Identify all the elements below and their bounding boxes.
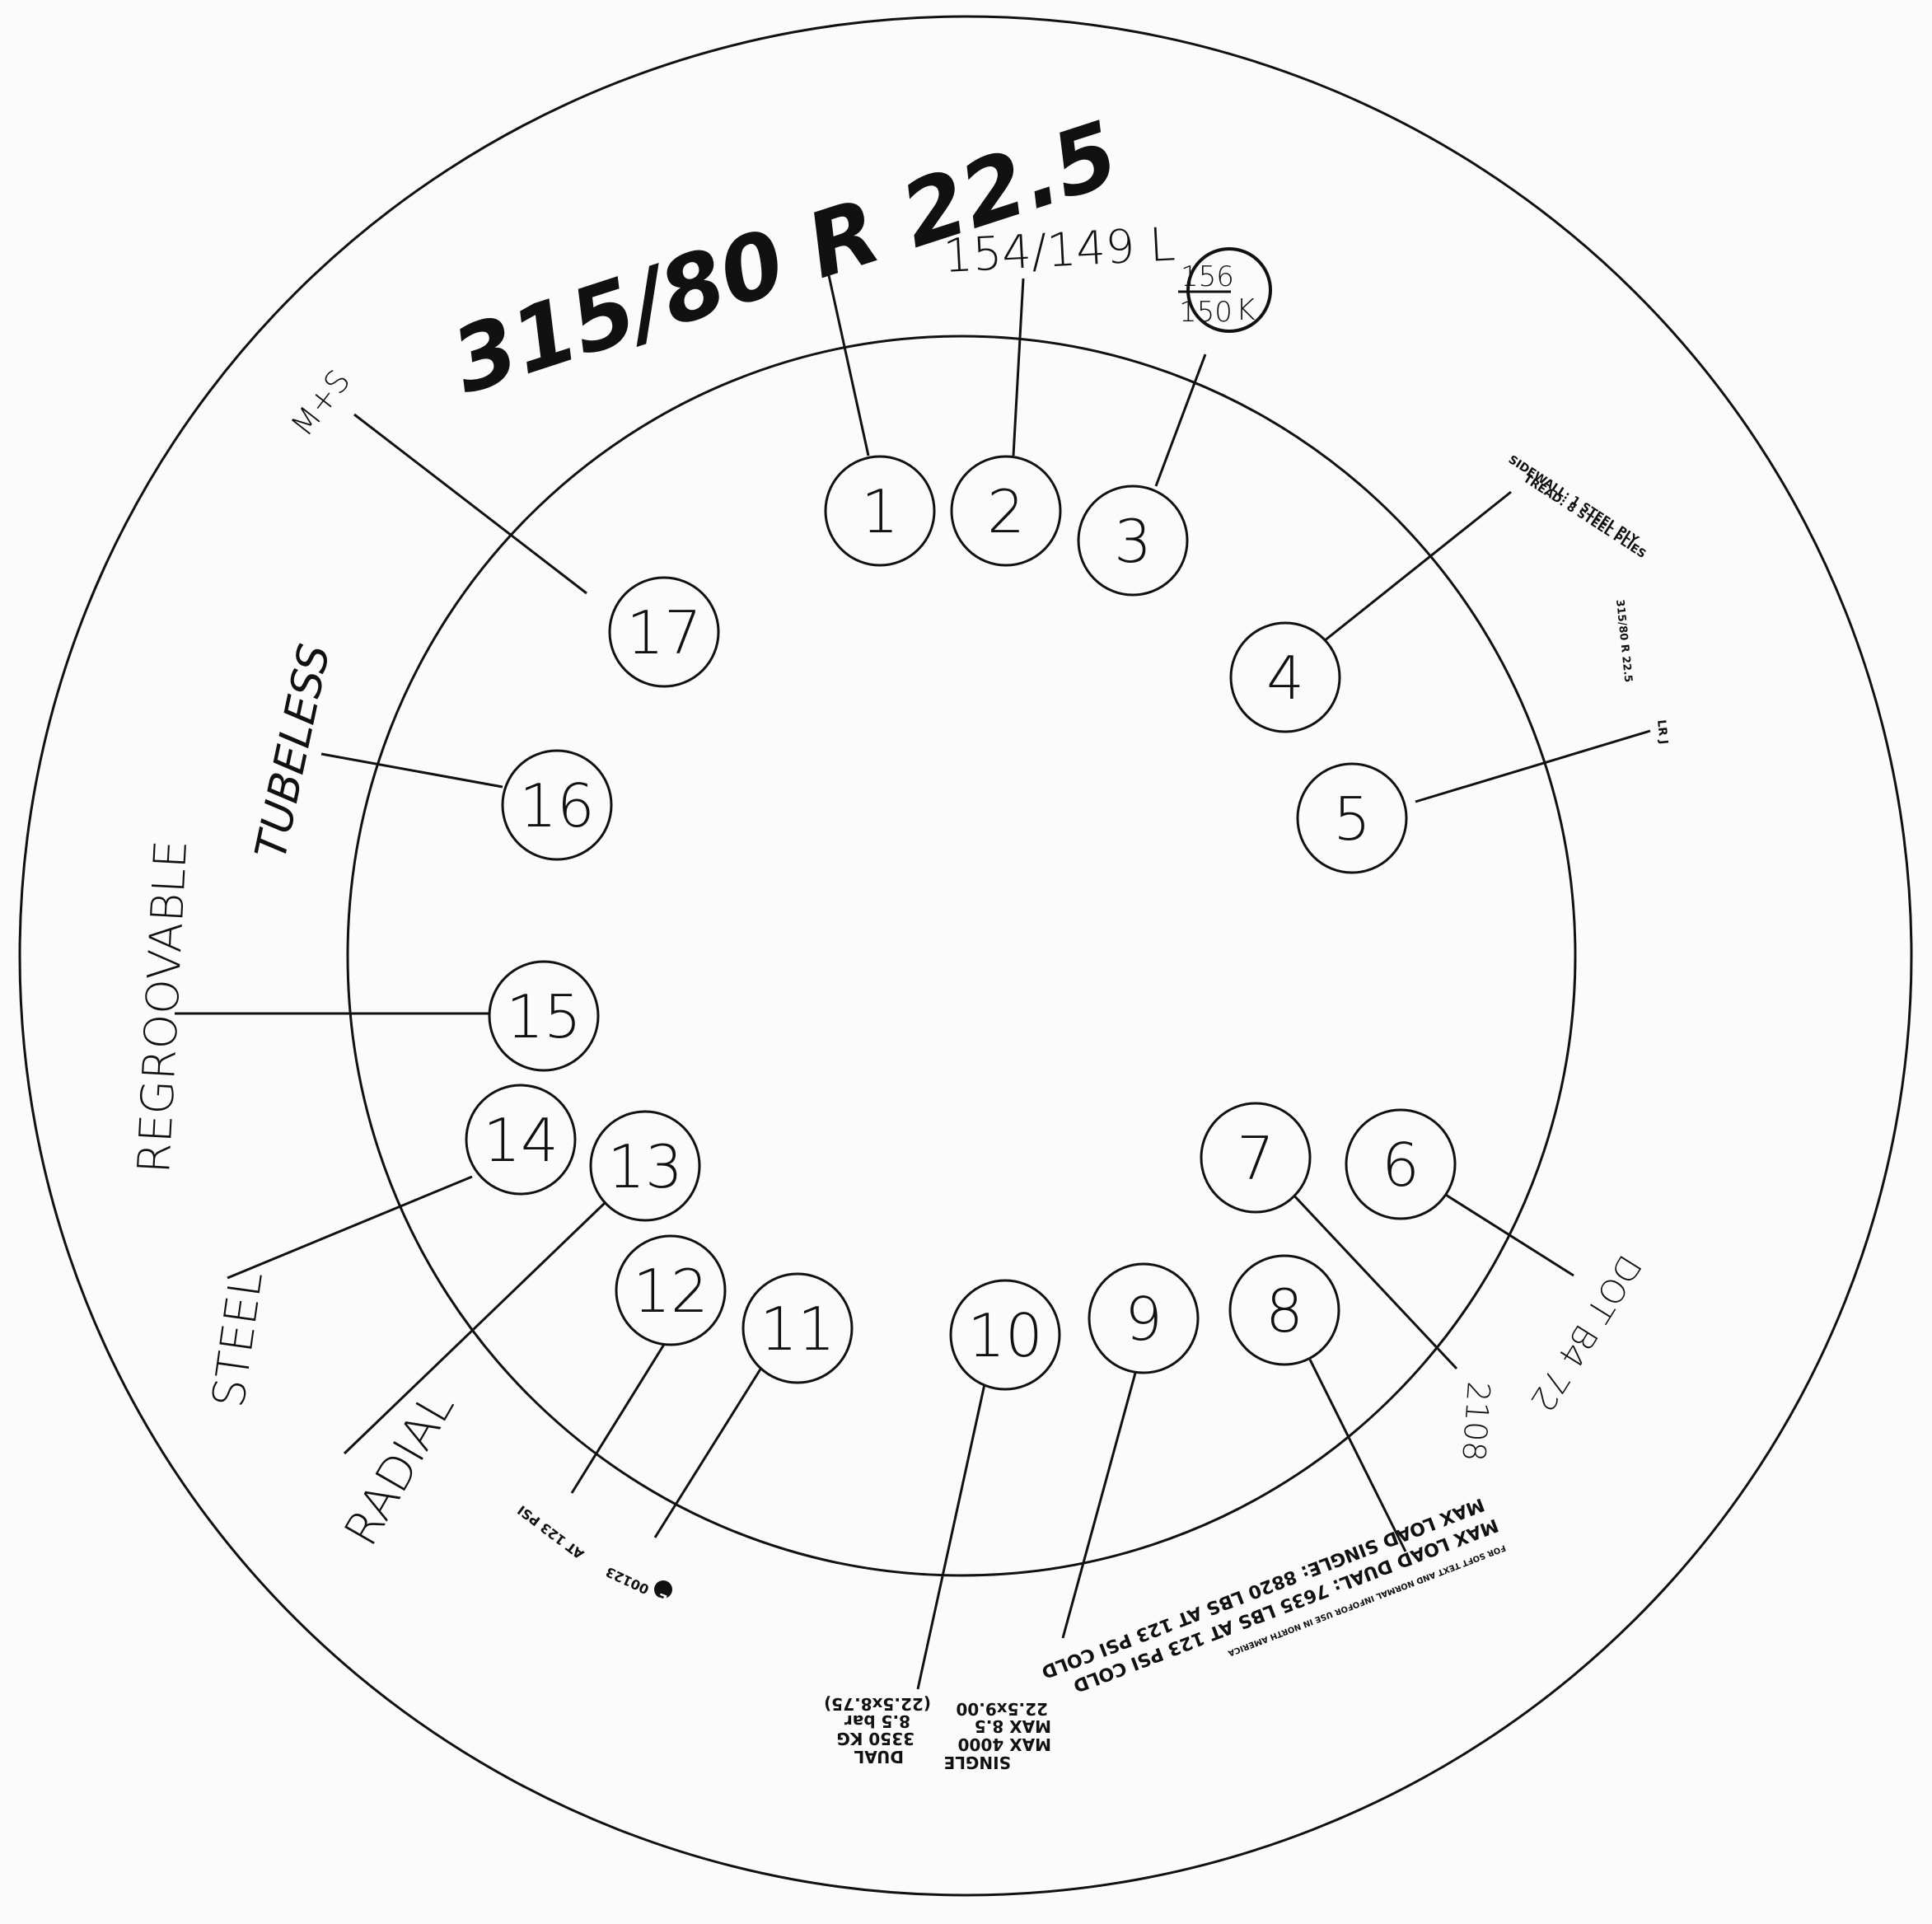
tyre-outer-circle bbox=[18, 15, 1913, 1897]
leader-line-13 bbox=[343, 1201, 606, 1455]
callout-circle-3 bbox=[1077, 485, 1189, 597]
psi-text: AT 123 PSI bbox=[514, 1502, 587, 1562]
callout-number-11: 11 bbox=[760, 1294, 835, 1364]
leader-line-7 bbox=[1289, 1191, 1458, 1370]
leader-line-2 bbox=[1012, 278, 1025, 456]
callout-number-6: 6 bbox=[1382, 1131, 1420, 1200]
date-code-text: 2108 bbox=[1455, 1380, 1497, 1463]
callout-number-8: 8 bbox=[1265, 1276, 1303, 1346]
callout-circle-11 bbox=[741, 1272, 854, 1384]
callout-number-16: 16 bbox=[519, 771, 595, 840]
tiny-note-text: FOR SOFT TEXT AND NORMAL INFOFOR USE IN … bbox=[1227, 1542, 1507, 1657]
single-max-row: MAX 4000 bbox=[958, 1734, 1051, 1754]
alt-load-top: 156 bbox=[1181, 260, 1234, 293]
callout-number-10: 10 bbox=[967, 1301, 1043, 1370]
leader-line-17 bbox=[353, 413, 587, 595]
callout-number-7: 7 bbox=[1237, 1124, 1275, 1193]
callout-circle-4 bbox=[1229, 621, 1341, 733]
size-small-text: 315/80 R 22.5 bbox=[1613, 599, 1634, 683]
callout-circle-5 bbox=[1296, 762, 1408, 874]
callout-circle-1 bbox=[824, 455, 936, 567]
approval-number-text: 00123 bbox=[603, 1564, 651, 1598]
leader-line-4 bbox=[1323, 490, 1512, 643]
callout-circle-16 bbox=[501, 749, 613, 861]
callout-number-1: 1 bbox=[861, 477, 899, 546]
radial-text: RADIAL bbox=[334, 1383, 465, 1555]
leader-line-1 bbox=[824, 260, 870, 456]
tyre-inner-circle bbox=[346, 335, 1577, 1577]
dual-label-text: DUAL bbox=[854, 1747, 904, 1767]
leader-line-10 bbox=[916, 1383, 986, 1690]
callout-circle-9 bbox=[1088, 1262, 1200, 1374]
dual-rim-text: (22.5x8.75) bbox=[824, 1694, 931, 1714]
alt-load-circle bbox=[1186, 247, 1272, 333]
callout-number-4: 4 bbox=[1266, 644, 1304, 713]
leader-line-3 bbox=[1154, 353, 1207, 487]
callout-number-15: 15 bbox=[506, 982, 582, 1051]
callout-circle-10 bbox=[949, 1279, 1061, 1391]
callout-number-12: 12 bbox=[633, 1257, 709, 1326]
dot-text: DOT B4 72 bbox=[1523, 1248, 1649, 1418]
callout-number-9: 9 bbox=[1125, 1285, 1162, 1354]
leader-line-9 bbox=[1061, 1366, 1139, 1639]
leader-line-11 bbox=[653, 1367, 763, 1538]
leader-lines bbox=[175, 260, 1651, 1690]
code-small-text: LR J bbox=[1654, 719, 1670, 745]
dual-kg-row: 3350 KG bbox=[836, 1729, 915, 1748]
callout-circle-7 bbox=[1200, 1102, 1312, 1214]
max-load-single-text: MAX LOAD SINGLE: 8820 LBS AT 123 PSI COL… bbox=[1038, 1493, 1486, 1682]
callout-circle-12 bbox=[615, 1234, 727, 1346]
callout-number-2: 2 bbox=[987, 477, 1025, 546]
callout-number-13: 13 bbox=[607, 1132, 683, 1201]
callout-circle-8 bbox=[1228, 1254, 1340, 1366]
single-rim-text: 22.5x9.00 bbox=[956, 1699, 1048, 1719]
single-label-text: SINGLE bbox=[944, 1753, 1011, 1772]
callout-circle-17 bbox=[608, 576, 720, 688]
dual-bar-row: 8.5 bar bbox=[844, 1711, 910, 1731]
callout-number-17: 17 bbox=[626, 598, 702, 667]
callout-circle-15 bbox=[488, 960, 600, 1072]
ms-text: M+S bbox=[283, 363, 357, 443]
alt-load-bottom: 150 bbox=[1179, 296, 1233, 329]
leader-line-14 bbox=[227, 1175, 473, 1280]
leader-line-6 bbox=[1441, 1191, 1574, 1277]
callout-number-5: 5 bbox=[1333, 784, 1371, 854]
load-index-text: 154/149 L bbox=[942, 218, 1177, 283]
leader-line-12 bbox=[570, 1342, 667, 1494]
regroovable-text: REGROOVABLE bbox=[128, 839, 197, 1175]
single-bar-row: MAX 8.5 bbox=[975, 1716, 1051, 1736]
tubeless-text: TUBELESS bbox=[246, 640, 340, 864]
leader-line-8 bbox=[1308, 1359, 1407, 1552]
callout-number-3: 3 bbox=[1114, 507, 1152, 576]
construction-line2: SIDEWALL: 1 STEEL PLY bbox=[1506, 453, 1641, 548]
callout-number-14: 14 bbox=[483, 1106, 559, 1175]
max-load-dual-text: MAX LOAD DUAL: 7635 LBS AT 123 PSI COLD bbox=[1070, 1514, 1501, 1696]
callout-circle-14 bbox=[465, 1084, 577, 1196]
callout-circle-6 bbox=[1345, 1108, 1457, 1220]
callout-circle-2 bbox=[950, 455, 1062, 567]
callout-circle-13 bbox=[589, 1110, 701, 1222]
steel-text: STEEL bbox=[202, 1268, 272, 1411]
alt-speed-symbol: K bbox=[1236, 293, 1256, 327]
approval-symbol-icon bbox=[654, 1580, 672, 1599]
leader-line-16 bbox=[320, 752, 503, 789]
leader-line-5 bbox=[1415, 729, 1651, 803]
